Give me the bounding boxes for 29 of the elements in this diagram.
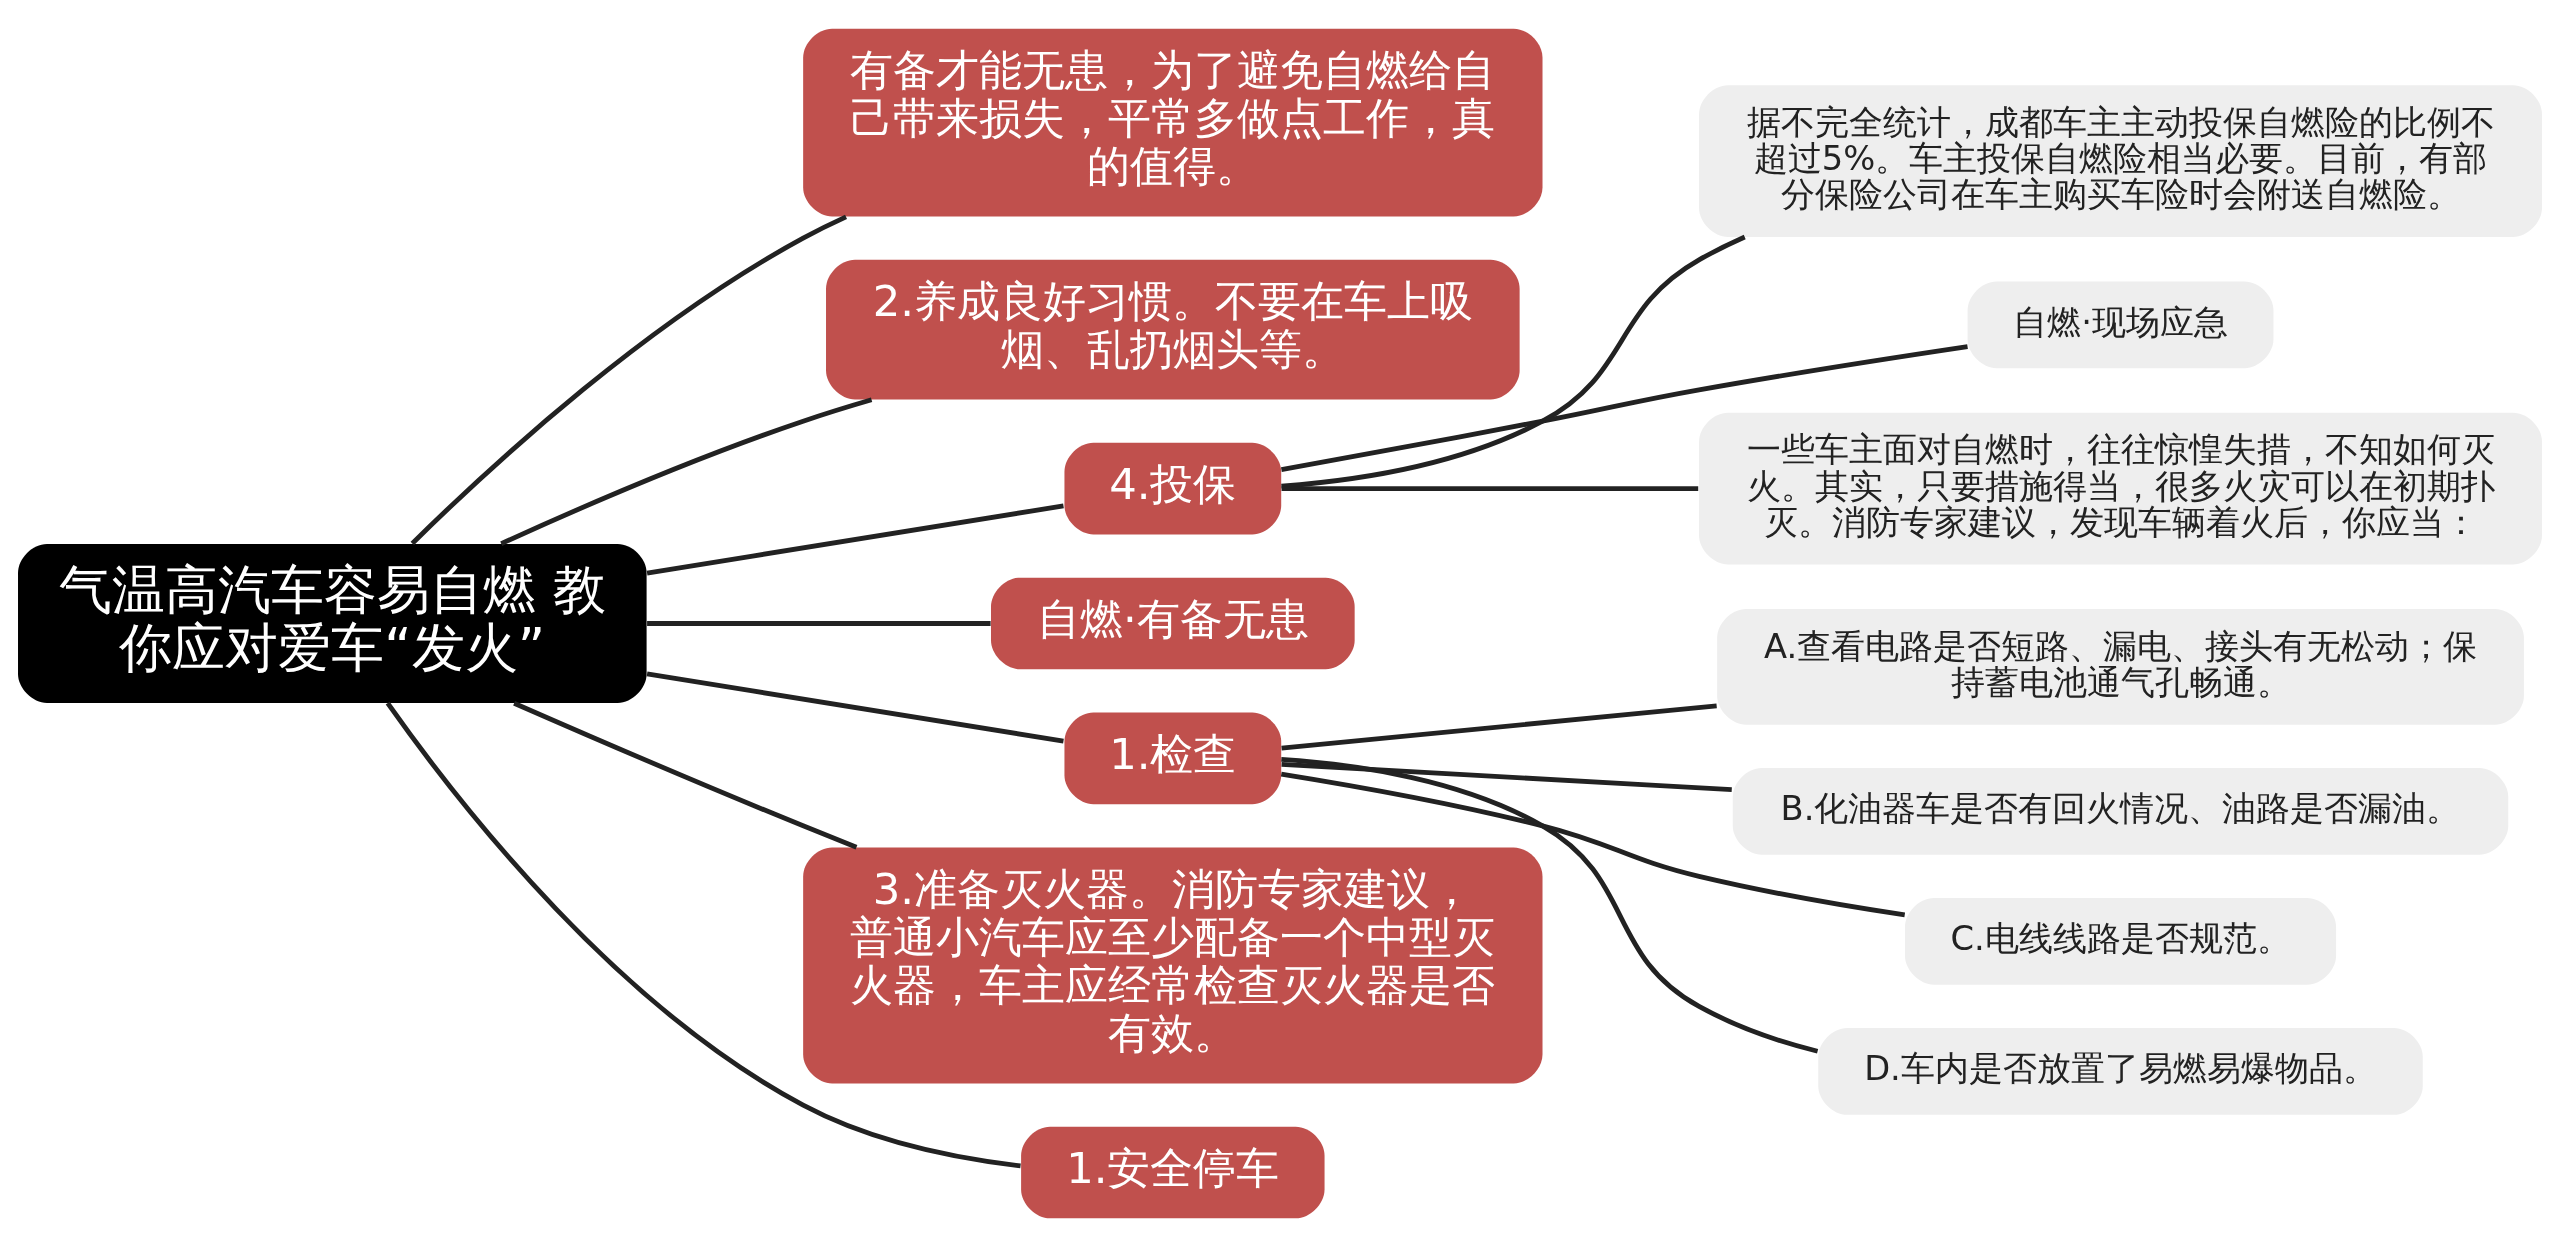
connector [1281,486,1699,492]
node-box: A.查看电路是否短路、漏电、接头有无松动；保持蓄电池通气孔畅通。 [1717,609,2524,725]
connector [500,397,873,546]
node-box: D.车内是否放置了易燃易爆物品。 [1818,1028,2423,1115]
node-box: B.化油器车是否有回火情况、油路是否漏油。 [1732,768,2509,855]
connector [646,503,1064,576]
node-box: 4.投保 [1064,442,1282,535]
connector [1281,757,1819,1054]
node-box: 自燃·现场应急 [1967,281,2274,369]
connector [1281,761,1732,793]
node-box: 据不完全统计，成都车主主动投保自燃险的比例不超过5%。车主投保自燃险相当必要。目前，有部分保险公司在车主购买车险时会附送自燃险。 [1699,85,2542,237]
node-box: 1.检查 [1064,712,1282,805]
connector [647,621,991,626]
node-box: 2.养成良好习惯。不要在车上吸烟、乱扔烟头等。 [826,259,1520,400]
connector [1281,234,1746,489]
connector [513,701,858,850]
node-box: 1.安全停车 [1021,1126,1325,1219]
connector [410,214,848,546]
node-box: 气温高汽车容易自燃 教你应对爱车“发火” [18,544,647,703]
node-box: 有备才能无患，为了避免自燃给自己带来损失，平常多做点工作，真的值得。 [803,28,1543,217]
connector [1281,703,1717,751]
connector [646,671,1064,744]
node-box: C.电线线路是否规范。 [1904,898,2337,985]
node-box: 自燃·有备无患 [991,577,1355,670]
connector [1280,771,1906,918]
connector [1280,344,1968,472]
node-box: 一些车主面对自燃时，往往惊惶失措，不知如何灭火。其实，只要措施得当，很多火灾可以在初期扑灭。消防专家建议，发现车辆着火后，你应当： [1699,412,2542,565]
node-box: 3.准备灭火器。消防专家建议，普通小汽车应至少配备一个中型灭火器，车主应经常检查灭火器是否有效。 [803,847,1543,1084]
connector [385,701,1021,1169]
